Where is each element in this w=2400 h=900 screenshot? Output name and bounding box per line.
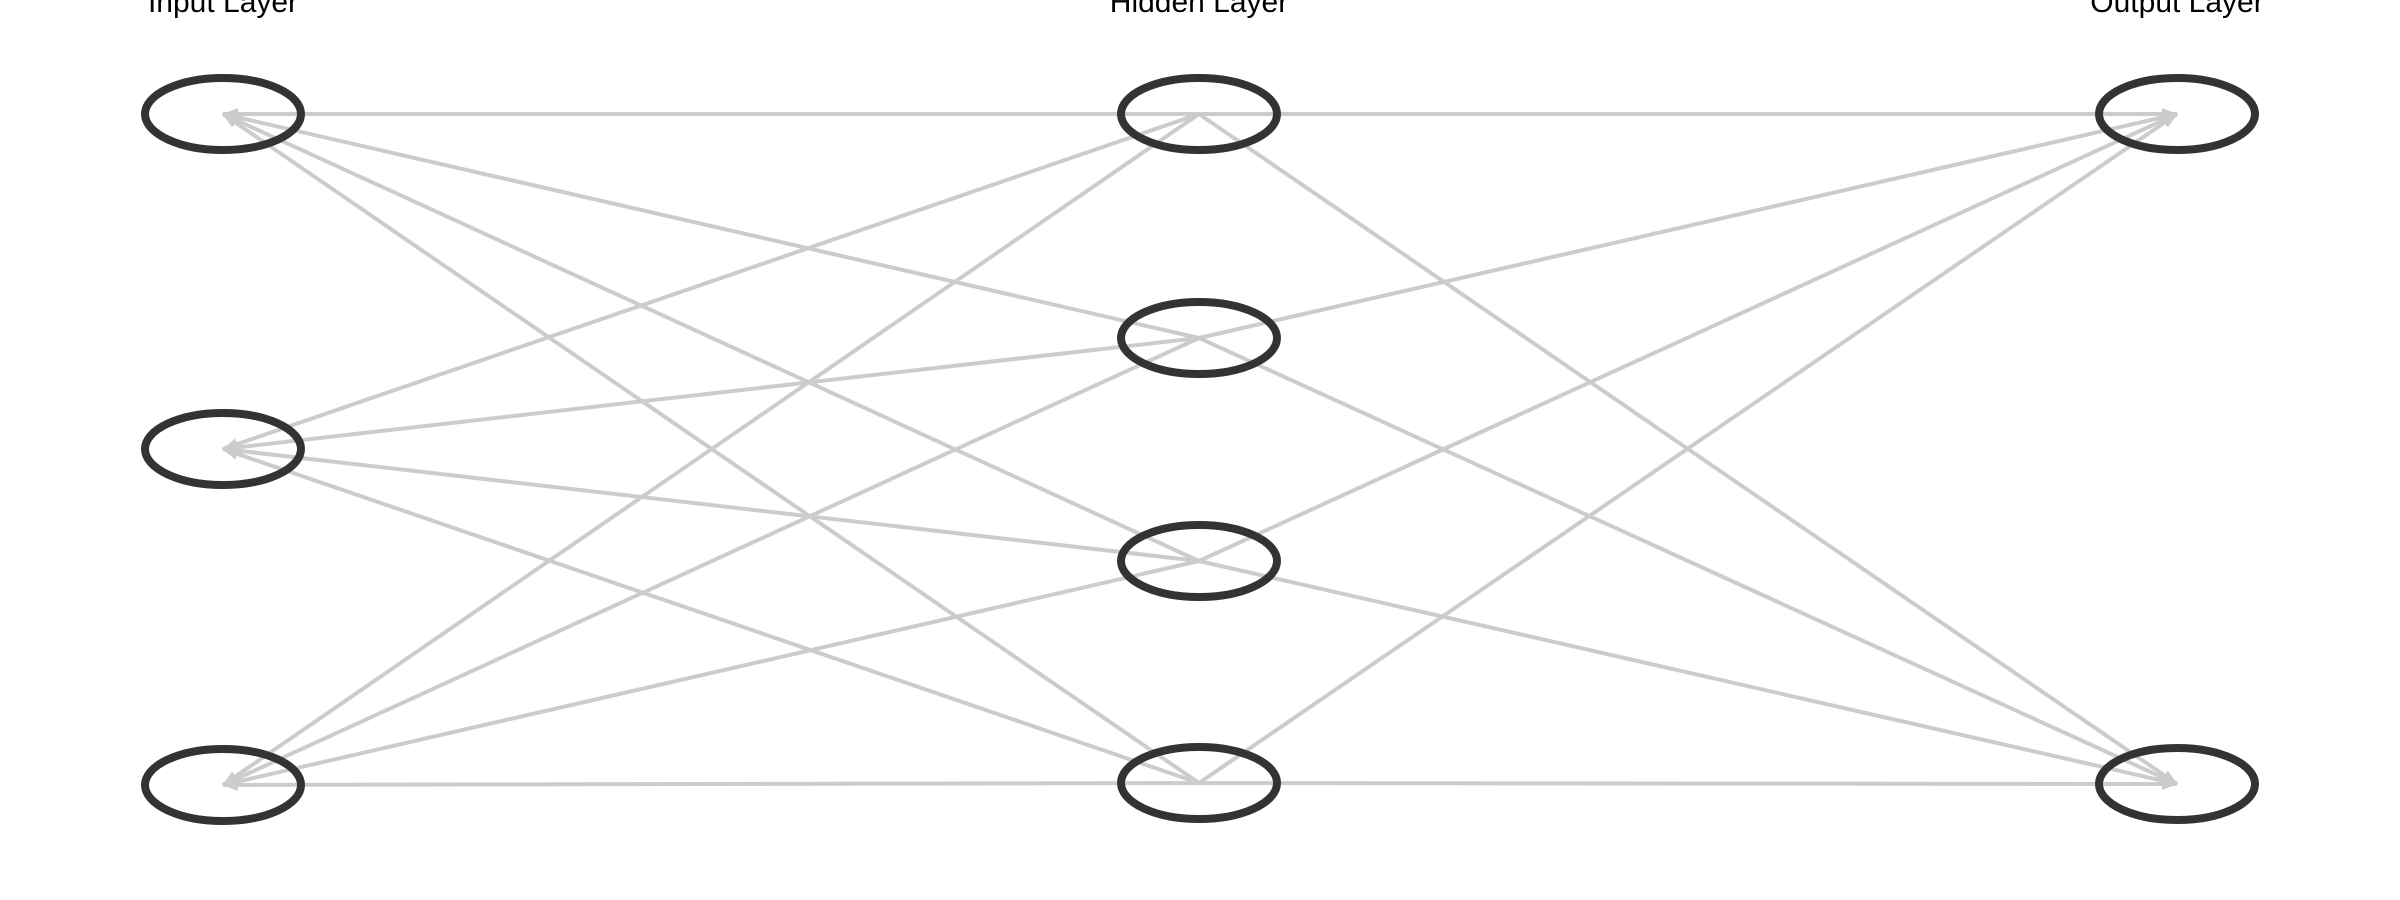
graph-node[interactable] — [2095, 744, 2259, 824]
graph-edge — [1198, 559, 2178, 787]
edge-group — [221, 108, 2179, 791]
graph-node[interactable] — [1117, 74, 1281, 154]
graph-edge — [222, 444, 1200, 563]
graph-edge — [221, 112, 1201, 787]
graph-edge — [1198, 336, 2178, 786]
graph-edge — [1197, 112, 2179, 786]
node-group — [141, 74, 2259, 825]
graph-node[interactable] — [141, 409, 305, 489]
graph-edge — [222, 559, 1200, 788]
graph-edge — [222, 447, 1200, 785]
graph-node[interactable] — [1117, 743, 1281, 823]
graph-edge — [222, 111, 1200, 340]
graph-node[interactable] — [141, 745, 305, 825]
graph-edge — [1198, 112, 2178, 563]
graph-edge — [222, 778, 1200, 791]
graph-node[interactable] — [1117, 298, 1281, 378]
layer-title-left: Input Layer — [147, 0, 299, 19]
graph-edge — [222, 336, 1200, 787]
graph-edge — [1198, 111, 2178, 340]
graph-node[interactable] — [141, 74, 305, 154]
layer-title-middle: Hidden Layer — [1109, 0, 1289, 19]
graph-edge — [222, 112, 1200, 451]
graph-edge — [1198, 777, 2178, 790]
graph-node[interactable] — [2095, 74, 2259, 154]
graph-edge — [222, 112, 1200, 563]
graph-edge — [222, 336, 1200, 454]
layer-title-right: Output Layer — [2090, 0, 2264, 19]
graph-node[interactable] — [1117, 521, 1281, 601]
